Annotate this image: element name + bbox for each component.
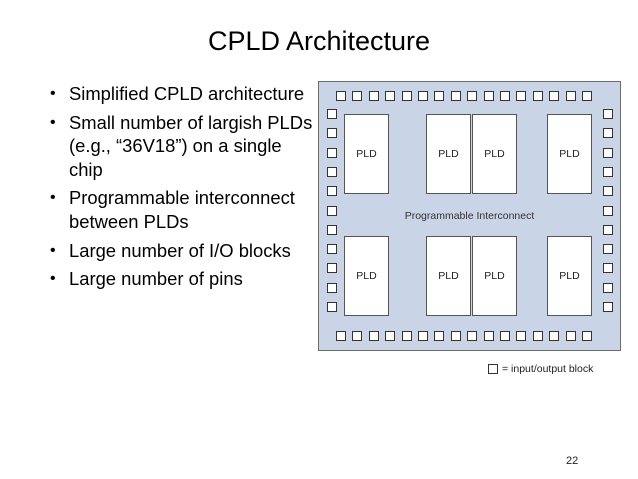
bullet-item: • Large number of I/O blocks (48, 239, 316, 263)
io-block (603, 109, 613, 119)
io-block (603, 224, 613, 235)
bullet-text: Large number of I/O blocks (69, 239, 291, 261)
bullet-text: Large number of pins (69, 268, 243, 290)
io-block (483, 91, 494, 101)
io-block (327, 263, 337, 274)
bullet-text: Simplified CPLD architecture (69, 83, 305, 104)
io-block (352, 331, 363, 341)
io-block (582, 91, 592, 101)
legend: = input/output block (488, 362, 593, 376)
bullet-dot: • (50, 189, 56, 207)
io-block (327, 109, 337, 119)
bullet-dot: • (50, 241, 56, 259)
pld-block: PLD (472, 114, 517, 194)
bullet-item: • Small number of largish PLDs (e.g., “36… (48, 111, 316, 182)
io-block (549, 331, 560, 341)
io-block (467, 331, 478, 341)
io-block (327, 166, 337, 177)
bullet-list: • Simplified CPLD architecture • Small num… (48, 82, 316, 296)
slide-title: CPLD Architecture (207, 26, 431, 56)
io-block (603, 263, 613, 274)
io-block (603, 205, 613, 216)
pld-block: PLD (344, 236, 389, 316)
pld-block: PLD (547, 236, 592, 316)
io-block (565, 331, 576, 341)
bullet-dot: • (50, 270, 56, 288)
io-block (401, 91, 412, 101)
io-block (434, 91, 445, 101)
io-block (603, 186, 613, 197)
page-number: 22 (566, 455, 579, 467)
io-block (327, 186, 337, 197)
io-block (327, 244, 337, 255)
io-block (603, 147, 613, 158)
io-block (418, 91, 428, 101)
io-block (549, 91, 560, 101)
io-block (582, 331, 592, 341)
io-block (434, 331, 445, 341)
pld-block: PLD (426, 236, 471, 316)
io-block (467, 91, 478, 101)
io-block (565, 91, 576, 101)
io-block (327, 302, 337, 312)
io-block (532, 331, 543, 341)
io-block (418, 331, 428, 341)
io-block (368, 331, 379, 341)
io-block (450, 331, 461, 341)
bullet-item: • Large number of pins (48, 267, 316, 291)
io-block (336, 331, 346, 341)
io-block (500, 91, 510, 101)
io-block (500, 331, 510, 341)
io-block (516, 331, 527, 341)
bullet-item: • Simplified CPLD architecture (48, 82, 316, 106)
io-block (352, 91, 363, 101)
io-block (483, 331, 494, 341)
io-block (385, 91, 396, 101)
io-block (327, 128, 337, 139)
bullet-dot: • (50, 85, 56, 102)
io-block (603, 302, 613, 312)
io-block (327, 282, 337, 293)
bullet-text: Programmable interconnect between PLDs (69, 187, 295, 232)
io-block-legend-icon (488, 364, 498, 374)
pld-block: PLD (426, 114, 471, 194)
bullet-text: Small number of largish PLDs (e.g., “36V… (69, 111, 313, 180)
io-block (327, 205, 337, 216)
interconnect-label: Programmable Interconnect (404, 210, 535, 222)
io-block (603, 166, 613, 177)
io-block (327, 224, 337, 235)
bullet-item: • Programmable interconnect between PLDs (48, 186, 316, 233)
io-block (603, 128, 613, 139)
legend-text: = input/output block (502, 363, 594, 375)
pld-block: PLD (472, 236, 517, 316)
io-block (516, 91, 527, 101)
bullet-dot: • (50, 113, 56, 131)
io-block (368, 91, 379, 101)
pld-block: PLD (344, 114, 389, 194)
io-block (603, 282, 613, 293)
io-block (336, 91, 346, 101)
io-block (327, 147, 337, 158)
io-block (603, 244, 613, 255)
io-block (385, 331, 396, 341)
io-block (401, 331, 412, 341)
io-block (450, 91, 461, 101)
pld-block: PLD (547, 114, 592, 194)
io-block (532, 91, 543, 101)
